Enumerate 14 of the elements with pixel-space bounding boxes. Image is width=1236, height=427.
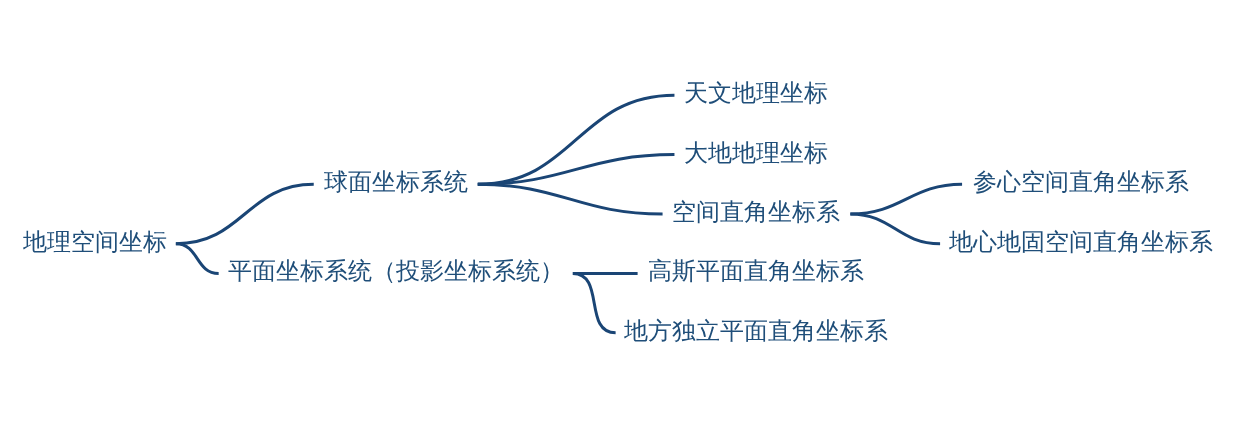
node-text: 空间直角坐标系 (672, 197, 841, 226)
node-text: 球面坐标系统 (323, 167, 468, 196)
node-text: 平面坐标系统（投影坐标系统） (227, 256, 564, 285)
connector (175, 241, 219, 275)
node-text: 天文地理坐标 (684, 78, 829, 107)
node-text: 地理空间坐标 (23, 227, 168, 256)
connector (850, 182, 963, 215)
node-text: 高斯平面直角坐标系 (648, 256, 865, 285)
node-text: 参心空间直角坐标系 (972, 167, 1189, 196)
node-text: 地心地固空间直角坐标系 (948, 227, 1213, 256)
node-text: 大地地理坐标 (684, 138, 829, 167)
connector (477, 182, 663, 215)
connector (850, 212, 941, 245)
node-text: 地方独立平面直角坐标系 (624, 316, 889, 345)
